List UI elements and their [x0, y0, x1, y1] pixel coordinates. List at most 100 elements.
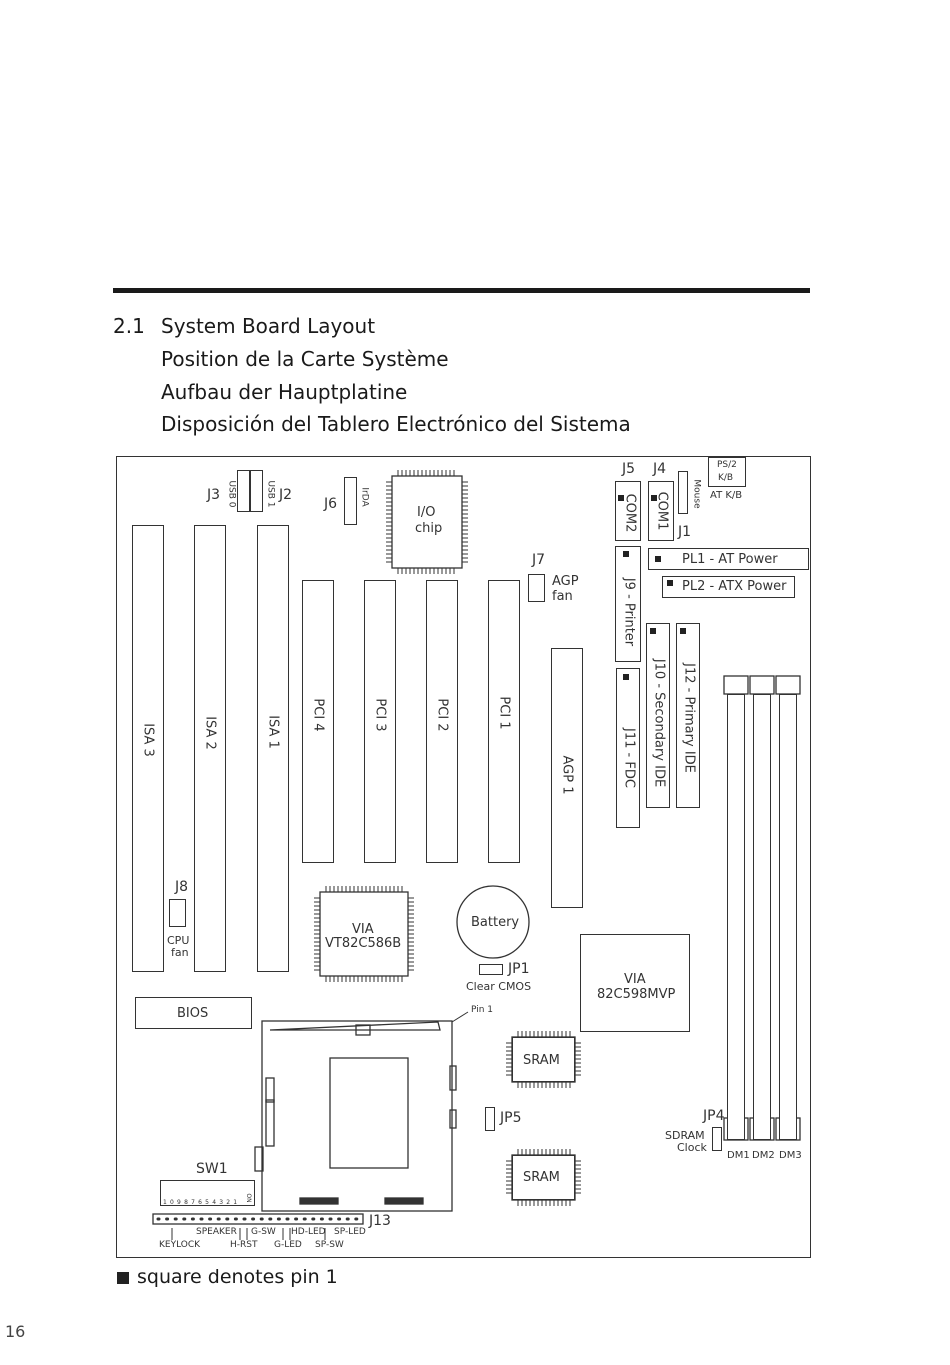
usb1-header — [250, 470, 263, 512]
cpu-fan-label-2: fan — [171, 946, 189, 959]
j8-label: J8 — [175, 879, 189, 895]
usb1-label: USB 1 — [265, 480, 276, 508]
usb0-label: USB 0 — [226, 480, 237, 508]
sw1-label: SW1 — [196, 1161, 228, 1177]
pci-slot-2 — [426, 580, 458, 863]
isa-3-label: ISA 3 — [140, 723, 156, 757]
section-title-es: Disposición del Tablero Electrónico del … — [161, 412, 631, 436]
dm2-label: DM2 — [752, 1150, 775, 1161]
section-rule — [113, 288, 810, 293]
via586-label-2: VT82C586B — [325, 936, 402, 951]
via586-label-1: VIA — [352, 922, 374, 937]
front-keylock-label: KEYLOCK — [159, 1240, 201, 1250]
sram-chip-1 — [512, 1037, 575, 1082]
sram-1-label: SRAM — [523, 1053, 560, 1068]
jp4-label: JP4 — [703, 1108, 725, 1124]
front-gled-label: G-LED — [274, 1240, 302, 1250]
printer-header — [615, 546, 641, 662]
cpu-socket-side-3 — [254, 1146, 264, 1172]
cpu-socket-center — [329, 1057, 409, 1169]
printer-pin1-marker — [623, 551, 629, 557]
com1-pin1-marker — [651, 495, 657, 501]
battery-circle — [456, 885, 530, 959]
sram-2-pins — [506, 1149, 581, 1206]
agp-label: AGP 1 — [559, 755, 575, 795]
pci-slot-1 — [488, 580, 520, 863]
dm1-label: DM1 — [727, 1150, 750, 1161]
bios-chip — [135, 997, 252, 1029]
mouse-header — [678, 471, 688, 514]
pci-1-label: PCI 1 — [496, 696, 512, 730]
legend-text: square denotes pin 1 — [137, 1266, 338, 1288]
pci-slot-3 — [364, 580, 396, 863]
clear-cmos-jumper — [479, 964, 503, 975]
sdram-clock-jumper — [712, 1127, 722, 1151]
cpu-socket-side-2 — [265, 1099, 275, 1147]
fdc-header — [616, 668, 640, 828]
battery-label: Battery — [471, 915, 520, 930]
jp5-jumper — [485, 1107, 495, 1131]
front-panel-header — [152, 1213, 364, 1225]
j6-label: J6 — [324, 496, 338, 512]
pci-3-label: PCI 3 — [372, 698, 388, 732]
secondary-ide-header — [646, 623, 670, 808]
com2-header — [615, 481, 641, 541]
jp1-label: JP1 — [508, 961, 530, 977]
ps2-kb-connector — [708, 457, 746, 487]
sdram-clock-label-2: Clock — [677, 1141, 707, 1154]
j9-printer-label: J9 - Printer — [621, 577, 637, 647]
isa-slot-3 — [132, 525, 164, 972]
pl1-at-power-connector — [648, 548, 809, 570]
sdram-clock-label-1: SDRAM — [665, 1129, 705, 1142]
fdc-pin1-marker — [623, 674, 629, 680]
j3-label: J3 — [207, 487, 221, 503]
pci-slot-4 — [302, 580, 334, 863]
front-hdled-label: HD-LED — [291, 1227, 326, 1237]
agp-fan-label-2: fan — [552, 589, 573, 604]
cpu-pin1-label: Pin 1 — [471, 1005, 494, 1015]
dimm-2-top-latch — [749, 675, 775, 695]
pci-2-label: PCI 2 — [434, 698, 450, 732]
j11-fdc-label: J11 - FDC — [621, 728, 637, 788]
secondary-ide-pin1-marker — [650, 628, 656, 634]
section-title-fr: Position de la Carte Système — [161, 347, 449, 371]
pl2-pin1-marker — [667, 580, 673, 586]
usb0-header — [237, 470, 250, 512]
via586-chip-pins — [314, 886, 414, 982]
page-number: 16 — [5, 1322, 26, 1341]
ps2-label-1: PS/2 — [717, 460, 737, 470]
system-board-outline — [116, 456, 811, 1258]
isa-slot-2 — [194, 525, 226, 972]
dimm-slot-2 — [753, 694, 771, 1140]
j1-label: J1 — [678, 524, 692, 540]
cpu-socket-side-5 — [449, 1109, 457, 1129]
j7-label: J7 — [532, 552, 546, 568]
via598-label-1: VIA — [624, 972, 646, 987]
agp-slot — [551, 648, 583, 908]
legend-pin1-square-icon — [117, 1272, 129, 1284]
j12-primary-ide-label: J12 - Primary IDE — [681, 663, 697, 773]
io-chip-label-2: chip — [415, 521, 443, 536]
pl2-label: PL2 - ATX Power — [682, 579, 787, 594]
sw1-position-numbers: 10987654321 — [163, 1199, 241, 1206]
clear-cmos-label: Clear CMOS — [466, 980, 532, 993]
pl1-label: PL1 - AT Power — [682, 552, 778, 567]
pci-4-label: PCI 4 — [310, 698, 326, 732]
via598-chip — [580, 934, 690, 1032]
cpu-socket-lever — [269, 1021, 441, 1031]
primary-ide-header — [676, 623, 700, 808]
section-number: 2.1 — [113, 314, 145, 338]
front-spsw-label: SP-SW — [315, 1240, 344, 1250]
com2-label: COM2 — [622, 493, 638, 533]
dimm-slot-3 — [779, 694, 797, 1140]
pl2-atx-power-connector — [662, 576, 795, 598]
jp5-label: JP5 — [500, 1110, 522, 1126]
cpu-socket-outline — [261, 1020, 453, 1212]
cpu-fan-label-1: CPU — [167, 934, 190, 947]
sram-2-label: SRAM — [523, 1170, 560, 1185]
com1-header — [648, 481, 674, 541]
cpu-socket-side-1 — [265, 1077, 275, 1103]
cpu-socket-tab — [355, 1024, 371, 1036]
isa-slot-1 — [257, 525, 289, 972]
cpu-socket-bottom-bar-2 — [384, 1197, 424, 1205]
